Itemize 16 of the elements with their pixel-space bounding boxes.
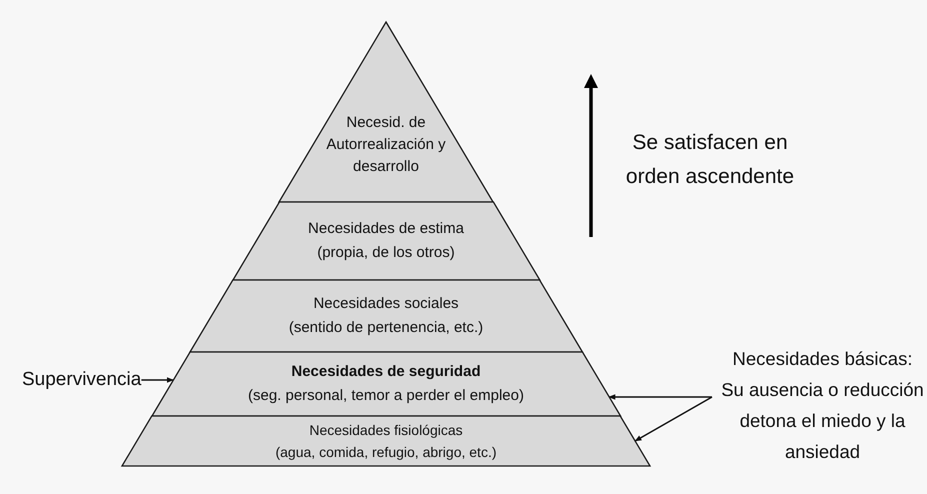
side-label: Supervivencia [22, 368, 142, 392]
order-note: Se satisfacen en orden ascendente [624, 130, 796, 190]
level-title: Necesidades sociales [313, 294, 459, 314]
level-title: Necesidades de estima [308, 219, 464, 239]
level-title: Necesidades fisiológicas [309, 421, 463, 440]
arrow [608, 394, 712, 400]
level-description: (sentido de pertenencia, etc.) [288, 318, 484, 338]
level-description: (seg. personal, temor a perder el empleo) [248, 386, 524, 406]
arrow [141, 377, 174, 383]
arrow [634, 396, 712, 442]
level-description: (propia, de los otros) [317, 243, 455, 263]
level-title: Necesidades de seguridad [291, 362, 481, 382]
note-heading: Necesidades básicas: [732, 347, 912, 371]
note-text: Su ausencia o reducción detona el miedo y la ansiedad [720, 378, 925, 464]
level-description: (agua, comida, refugio, abrigo, etc.) [275, 443, 496, 462]
level-title: Necesid. de Autorrealización y desarrollo [325, 113, 447, 177]
